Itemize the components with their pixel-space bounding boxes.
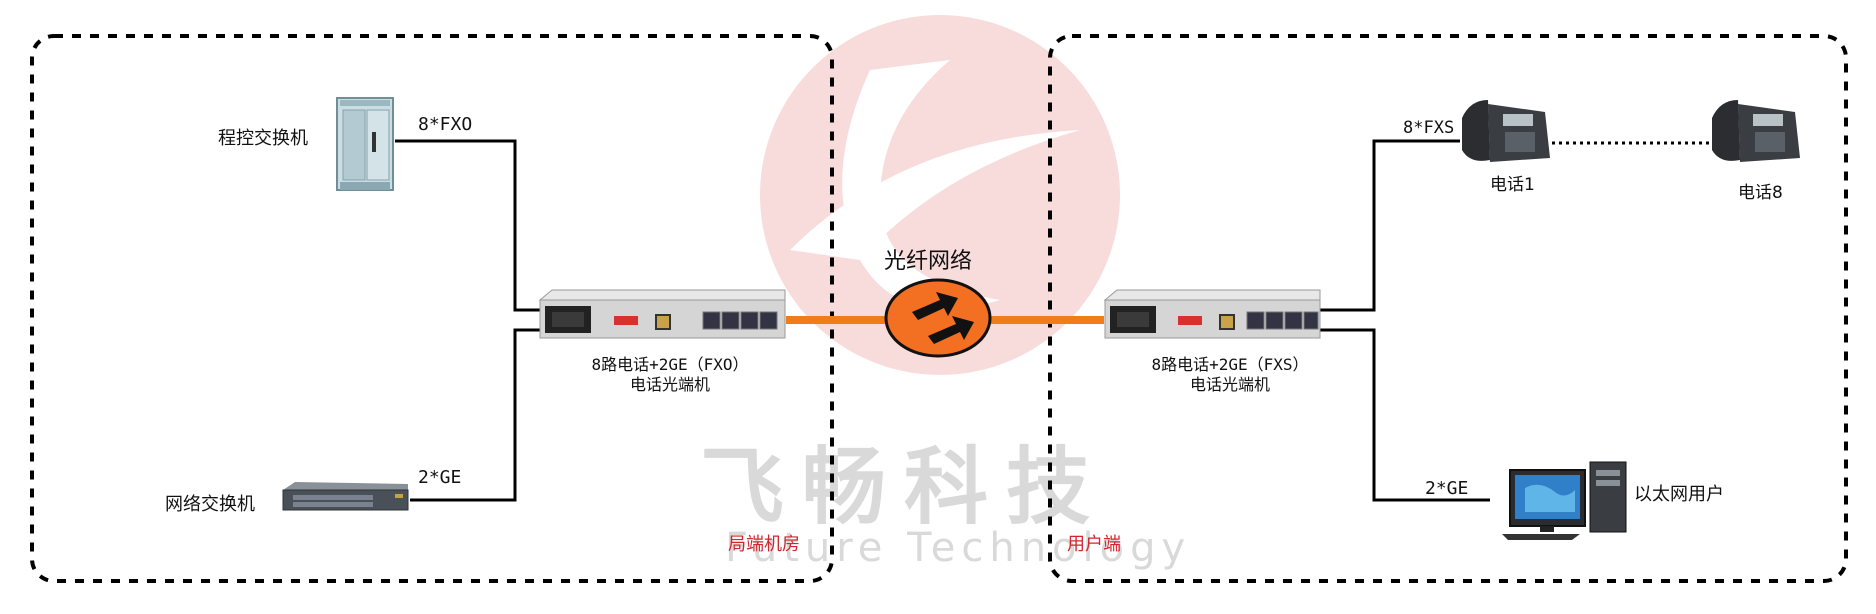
phone-icon bbox=[1712, 100, 1800, 162]
ethernet-user-label: 以太网用户 bbox=[1634, 484, 1724, 505]
rj45-port-icon bbox=[1246, 311, 1265, 330]
rj45-port-icon bbox=[702, 311, 721, 330]
phone8-label: 电话8 bbox=[1738, 183, 1783, 203]
dip-switch-icon bbox=[614, 316, 638, 325]
watermark-en-text: Future Technology bbox=[725, 525, 1192, 571]
left-ge-label: 2*GE bbox=[418, 467, 462, 488]
fxo-device-line2: 电话光端机 bbox=[629, 375, 710, 394]
dip-switch-icon bbox=[1178, 316, 1202, 325]
left-zone-border bbox=[30, 34, 834, 583]
rj45-port-icon bbox=[721, 311, 740, 330]
phone1-label: 电话1 bbox=[1490, 175, 1535, 195]
fxs-device-line2: 电话光端机 bbox=[1189, 375, 1270, 394]
fiber-network-label: 光纤网络 bbox=[884, 249, 973, 274]
rj45-port-icon bbox=[759, 311, 778, 330]
fxs-line bbox=[1320, 139, 1460, 312]
pbx-label: 程控交换机 bbox=[218, 128, 308, 149]
desktop-computer-icon bbox=[1502, 461, 1627, 540]
arrow-icon bbox=[912, 292, 958, 320]
left-ge-line bbox=[410, 328, 540, 502]
fxs-device-name: 8路电话+2GE（FXS） 电话光端机 bbox=[1130, 355, 1330, 395]
pbx-cabinet-icon bbox=[336, 97, 394, 191]
fxs-optical-transceiver bbox=[1103, 289, 1321, 339]
fxo-line bbox=[395, 139, 540, 312]
network-switch-icon bbox=[282, 482, 409, 511]
fxo-optical-transceiver bbox=[538, 289, 786, 339]
switch-label: 网络交换机 bbox=[165, 494, 255, 515]
right-ge-line bbox=[1320, 328, 1490, 502]
phone-icon bbox=[1462, 100, 1550, 162]
fxo-device-name: 8路电话+2GE（FXO） 电话光端机 bbox=[570, 355, 770, 395]
user-end-label: 用户端 bbox=[1067, 534, 1121, 555]
rj45-port-icon bbox=[1284, 311, 1303, 330]
watermark-swirl-2 bbox=[790, 130, 1080, 260]
fxs-label: 8*FXS bbox=[1403, 118, 1455, 138]
right-zone-border bbox=[1048, 34, 1848, 583]
fxo-device-line1: 8路电话+2GE（FXO） bbox=[591, 355, 749, 374]
central-office-label: 局端机房 bbox=[728, 534, 800, 555]
watermark-cn-text: 飞畅科技 bbox=[700, 438, 1109, 536]
rj45-port-icon bbox=[1303, 311, 1319, 330]
fiber-network-icon bbox=[884, 278, 992, 358]
fxs-device-line1: 8路电话+2GE（FXS） bbox=[1151, 355, 1309, 374]
right-ge-label: 2*GE bbox=[1425, 478, 1469, 499]
watermark-swirl bbox=[842, 60, 1000, 309]
watermark-circle bbox=[760, 15, 1120, 375]
fxo-label: 8*FXO bbox=[418, 114, 473, 135]
rj45-port-icon bbox=[1265, 311, 1284, 330]
arrow-icon bbox=[928, 316, 974, 344]
rj45-port-icon bbox=[740, 311, 759, 330]
